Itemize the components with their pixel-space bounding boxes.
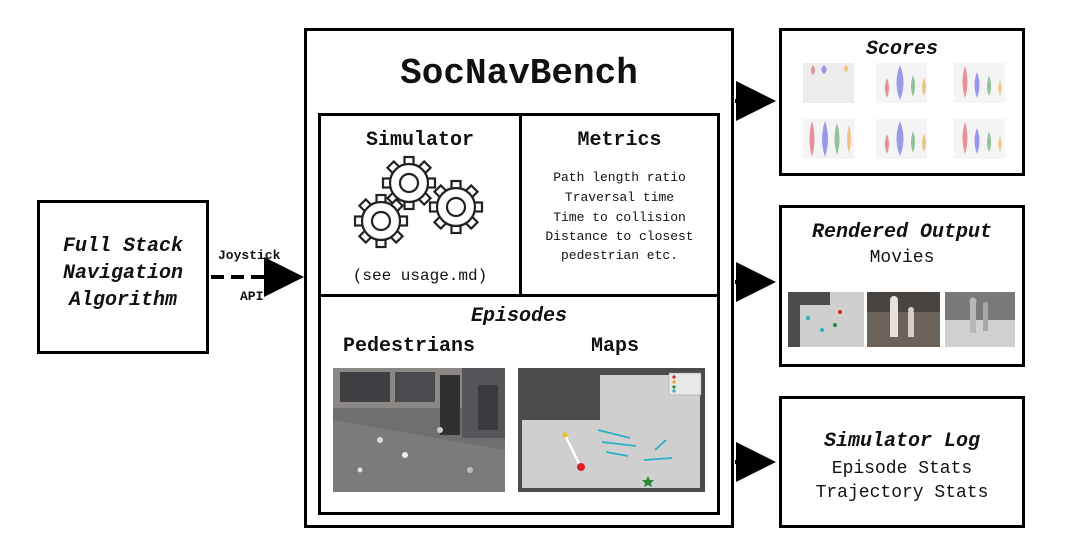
map-image [518, 368, 705, 492]
log-title: Simulator Log [823, 430, 981, 453]
metrics-item: Traversal time [564, 190, 675, 205]
algorithm-line-3: Algorithm [68, 289, 178, 312]
log-box: Simulator Log Episode Stats Trajectory S… [779, 396, 1025, 528]
maps-label: Maps [591, 335, 640, 358]
metrics-item: pedestrian etc. [560, 248, 679, 263]
movie-thumbnails [788, 292, 1015, 347]
rendered-title: Rendered Output [811, 221, 993, 244]
algorithm-line-1: Full Stack [62, 235, 184, 258]
log-line: Trajectory Stats [815, 483, 989, 503]
scores-plots [803, 63, 1005, 159]
gears-icon [353, 155, 484, 249]
metrics-box: Metrics Path length ratio Traversal time… [519, 113, 720, 297]
pedestrians-image [333, 368, 505, 492]
algorithm-line-2: Navigation [62, 262, 184, 285]
main-title: SocNavBench [400, 53, 638, 94]
simulator-title: Simulator [365, 129, 475, 152]
scores-title: Scores [865, 38, 938, 61]
rendered-subtitle: Movies [869, 248, 935, 268]
simulator-note: (see usage.md) [352, 267, 488, 285]
algorithm-box: Full Stack Navigation Algorithm [37, 200, 209, 354]
metrics-item: Time to collision [553, 210, 686, 225]
metrics-title: Metrics [577, 129, 662, 152]
metrics-item: Distance to closest [545, 229, 694, 244]
simulator-box: Simulator (see usage.md) [318, 113, 522, 297]
log-line: Episode Stats [831, 459, 973, 479]
pedestrians-label: Pedestrians [343, 335, 476, 358]
metrics-item: Path length ratio [553, 170, 686, 185]
episodes-title: Episodes [470, 305, 567, 328]
api-label: API [240, 289, 264, 304]
